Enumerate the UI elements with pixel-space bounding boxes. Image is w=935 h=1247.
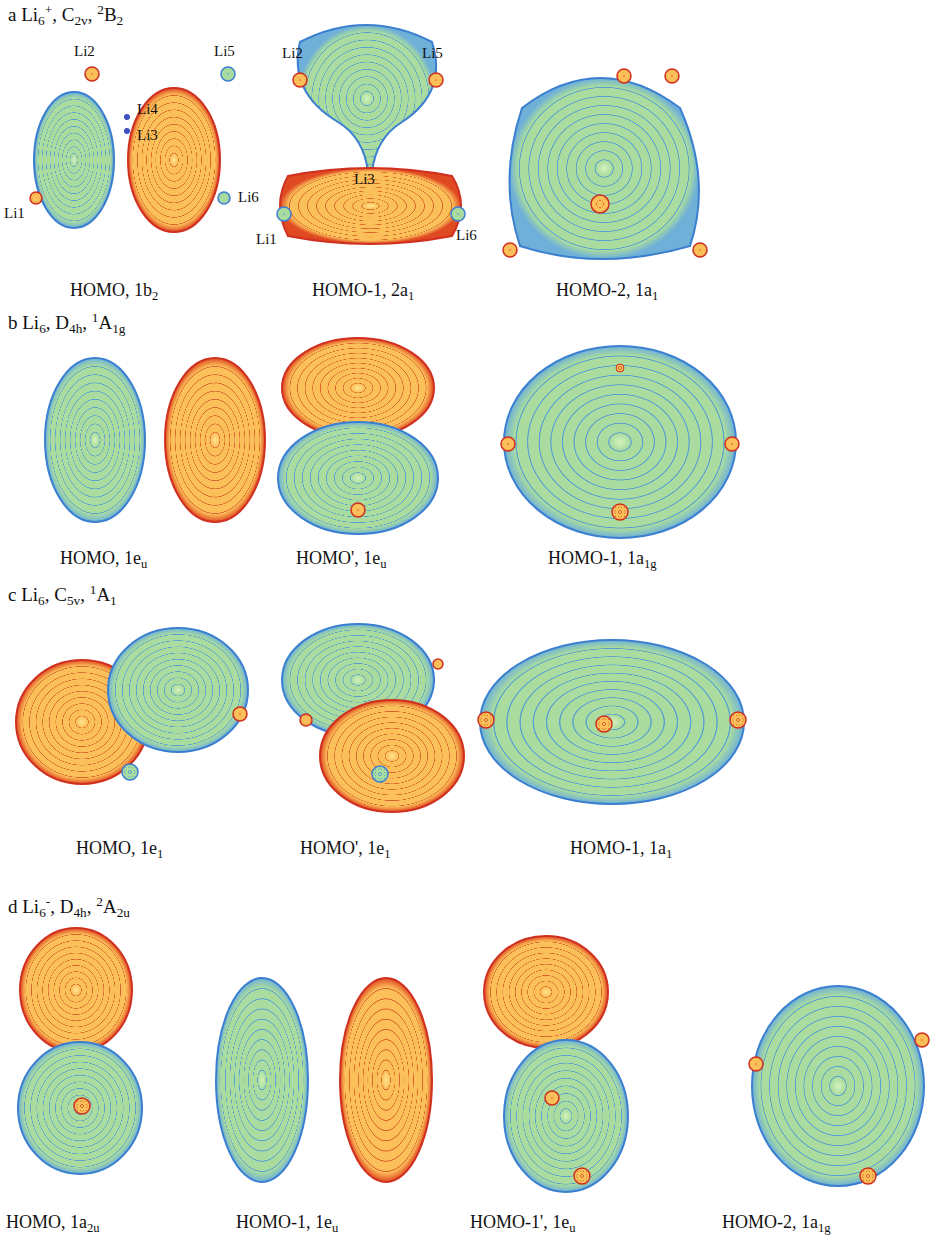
- panel-heading: c Li6, C5v, 1A1: [8, 584, 117, 607]
- orbital-caption: HOMO, 1eu: [60, 548, 147, 570]
- orbital-caption: HOMO-2, 1a1: [556, 280, 658, 302]
- orbital-caption: HOMO, 1e1: [76, 838, 163, 860]
- orbital-caption: HOMO-1, 1a1g: [548, 548, 657, 570]
- atom-label: Li1: [4, 204, 25, 222]
- orbital-homo-1-a: [277, 25, 465, 244]
- atom-label: Li5: [422, 44, 443, 62]
- atom-label: Li5: [214, 42, 235, 60]
- orbital-caption: HOMO-1, 1a1: [570, 838, 672, 860]
- panel-heading: a Li6+, C2v, 2B2: [8, 4, 123, 27]
- atom-label: Li3: [137, 126, 158, 144]
- atom-label: Li1: [256, 230, 277, 248]
- orbital-homo-2-a: [503, 69, 707, 259]
- atom-label: Li3: [354, 170, 375, 188]
- orbital-homo-1-d: [216, 978, 432, 1182]
- orbital-caption: HOMO-2, 1a1g: [722, 1212, 831, 1234]
- atom-label: Li2: [74, 42, 95, 60]
- orbital-homo-1-prime-d: [484, 936, 628, 1192]
- atom-label: Li6: [456, 226, 477, 244]
- panel-heading: b Li6, D4h, 1A1g: [8, 312, 126, 335]
- orbital-homo-1-c: [478, 640, 746, 804]
- orbital-caption: HOMO-1, 2a1: [312, 280, 414, 302]
- atom-label: Li2: [282, 44, 303, 62]
- orbital-homo-1-b: [501, 346, 739, 538]
- orbital-homo-c: [16, 628, 248, 784]
- orbital-caption: HOMO, 1a2u: [6, 1212, 100, 1234]
- orbital-homo-d: [18, 928, 142, 1174]
- orbital-homo-prime-b: [278, 338, 438, 534]
- orbital-caption: HOMO, 1b2: [70, 280, 158, 302]
- orbital-homo-prime-c: [282, 624, 464, 812]
- orbital-caption: HOMO', 1e1: [300, 838, 391, 860]
- panel-heading: d Li6-, D4h, 2A2u: [8, 896, 130, 919]
- orbital-caption: HOMO-1', 1eu: [470, 1212, 576, 1234]
- atom-label: Li4: [137, 100, 158, 118]
- orbital-homo-a: [30, 67, 235, 232]
- orbital-homo-2-d: [749, 986, 929, 1186]
- orbital-caption: HOMO', 1eu: [296, 548, 387, 570]
- orbital-caption: HOMO-1, 1eu: [236, 1212, 338, 1234]
- atom-label: Li6: [238, 188, 259, 206]
- orbital-homo-b: [45, 358, 265, 522]
